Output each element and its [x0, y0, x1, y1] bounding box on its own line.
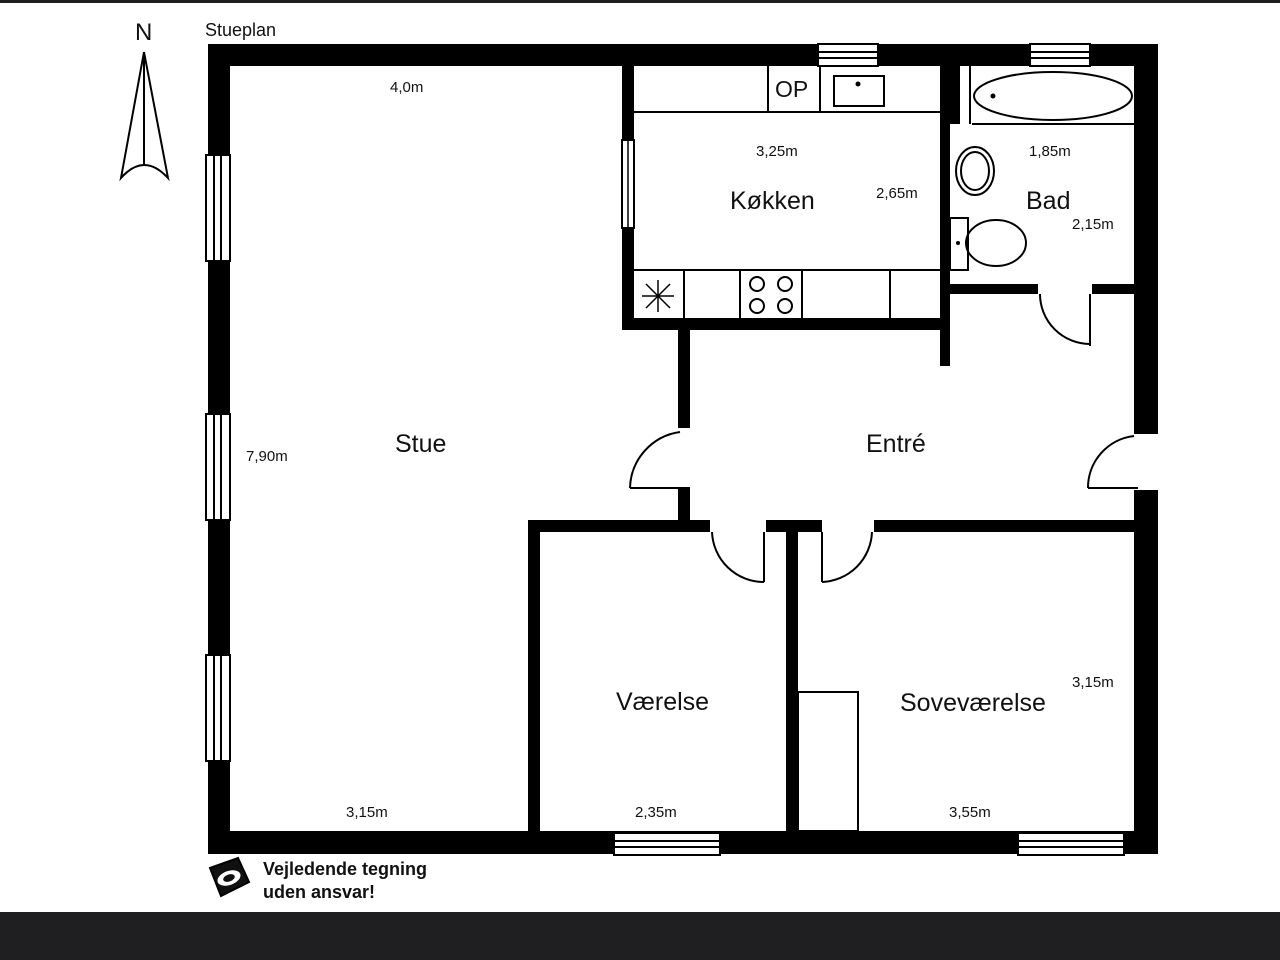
room-label-vaerelse: Værelse [616, 688, 709, 716]
top-edge [0, 0, 1280, 3]
door-vaerelse [711, 531, 765, 583]
room-label-bad: Bad [1026, 187, 1070, 215]
kitchen-counter-top [634, 66, 940, 113]
outer-walls [208, 44, 1158, 854]
window-bottom-vaerelse [613, 832, 721, 856]
extractor-fan-icon [642, 280, 674, 312]
window-bottom-sovevaerelse [1017, 832, 1125, 856]
window-left-2 [205, 413, 231, 521]
dim-sovevaerelse-width: 3,55m [949, 804, 991, 821]
window-left-1 [205, 154, 231, 262]
dim-kokken-height: 2,65m [876, 185, 918, 202]
room-label-sovevaerelse: Soveværelse [900, 689, 1046, 717]
dim-bad-width: 1,85m [1029, 143, 1071, 160]
window-top-bath [1029, 43, 1091, 67]
dim-stue-height: 7,90m [246, 448, 288, 465]
agency-logo-icon [208, 856, 251, 898]
disclaimer-line-1: Vejledende tegning [263, 859, 427, 879]
disclaimer-line-2: uden ansvar! [263, 882, 375, 902]
dim-stue-bottom: 3,15m [346, 804, 388, 821]
interior-walls [528, 66, 1136, 840]
door-sovevaerelse [821, 531, 873, 583]
kitchen-counter-bottom [634, 269, 940, 318]
room-label-entre: Entré [866, 430, 926, 458]
plan-title: Stueplan [205, 20, 276, 40]
north-arrow-icon: N [119, 19, 170, 182]
window-top-kitchen [817, 43, 879, 67]
wall-openings [1134, 434, 1160, 490]
wardrobe [797, 691, 859, 832]
dim-bad-height: 2,15m [1072, 216, 1114, 233]
dim-vaerelse-width: 2,35m [635, 804, 677, 821]
door-entre-main [1086, 435, 1138, 489]
room-label-stue: Stue [395, 430, 446, 458]
toilet-flush-icon [956, 241, 960, 245]
door-bath [1039, 293, 1091, 346]
window-left-3 [205, 654, 231, 762]
dim-kokken-width: 3,25m [756, 143, 798, 160]
north-label: N [135, 19, 152, 46]
door-stue-entre [629, 431, 690, 489]
kitchen-side-window [621, 139, 635, 229]
room-label-kokken: Køkken [730, 187, 815, 215]
bottom-bar [0, 912, 1280, 960]
dim-sovevaerelse-height: 3,15m [1072, 674, 1114, 691]
toilet-icon [949, 217, 1027, 271]
stove-icon [749, 276, 793, 314]
bath-sink-icon [955, 146, 995, 196]
counter-label: OP [775, 76, 808, 102]
bathtub-icon [969, 66, 1136, 125]
dim-stue-top: 4,0m [390, 79, 423, 96]
bathtub-drain-icon [990, 93, 996, 99]
sink-tap-icon [855, 81, 861, 87]
